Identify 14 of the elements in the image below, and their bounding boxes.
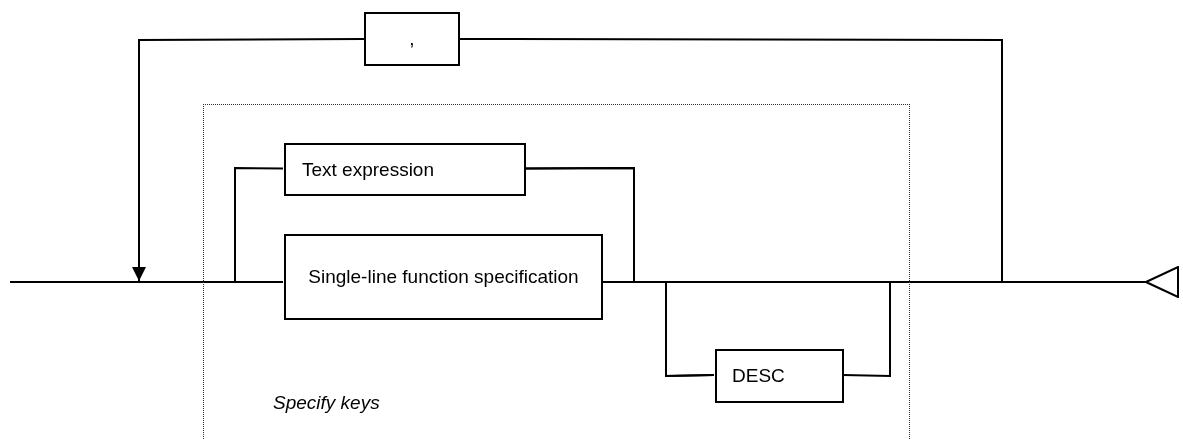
syntax-term: Text expression bbox=[302, 157, 434, 182]
group-frame bbox=[203, 104, 910, 439]
connector-line bbox=[132, 38, 365, 282]
syntax-box bbox=[364, 12, 460, 66]
syntax-box bbox=[715, 349, 844, 403]
group-label: Specify keys bbox=[273, 391, 380, 415]
syntax-box bbox=[284, 143, 526, 196]
connector-line bbox=[459, 38, 1003, 283]
end-marker bbox=[1145, 266, 1179, 298]
syntax-box bbox=[284, 234, 603, 320]
syntax-term: , bbox=[409, 27, 415, 51]
syntax-term: Single-line function specification bbox=[308, 265, 579, 289]
connector-line bbox=[9, 281, 284, 283]
syntax-term: DESC bbox=[732, 364, 785, 388]
